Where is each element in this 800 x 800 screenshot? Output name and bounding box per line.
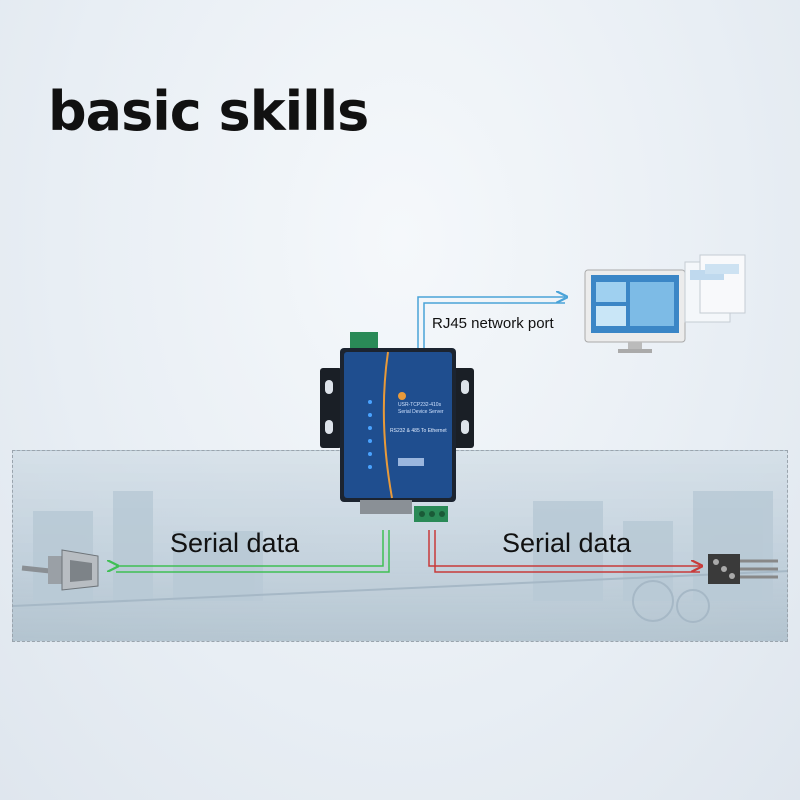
network-arrow: [417, 297, 565, 355]
serial-arrow-left: [116, 530, 390, 573]
device-model-text: USR-TCP232-410s: [398, 402, 442, 408]
db9-connector-icon: [21, 549, 99, 591]
page-title: basic skills: [48, 80, 369, 143]
serial-data-label-right: Serial data: [502, 528, 632, 558]
serial-device-server: [320, 332, 474, 522]
computer-monitor-icon: [584, 254, 746, 353]
terminal-block-icon: [708, 554, 778, 584]
rj45-label: RJ45 network port: [432, 315, 554, 332]
serial-arrow-right: [428, 530, 700, 573]
serial-data-label-left: Serial data: [170, 528, 300, 558]
device-description-text: RS232 & 485 To Ethernet: [390, 428, 447, 434]
device-subtitle-text: Serial Device Server: [398, 409, 444, 415]
